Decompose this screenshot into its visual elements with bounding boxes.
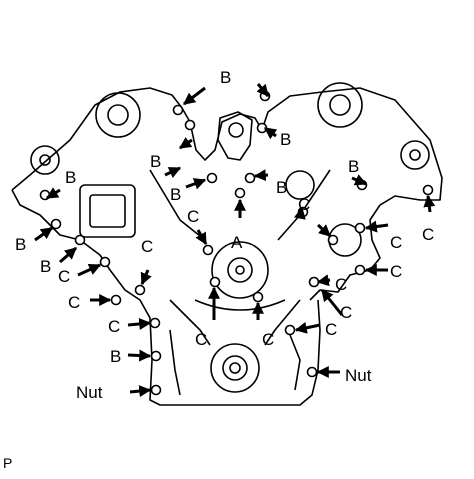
arrow	[423, 194, 436, 213]
bolt	[308, 276, 320, 288]
left-pulley	[30, 145, 60, 175]
label-c: C	[262, 330, 274, 349]
figure-code: P	[3, 455, 12, 471]
bolt	[422, 184, 434, 196]
arrow	[179, 137, 193, 150]
callout-labels: B B B B B B B B B B C C C C C C C C C C …	[15, 68, 434, 402]
arrow	[140, 269, 152, 286]
label-c: C	[58, 267, 70, 286]
arrow	[364, 220, 389, 233]
arrow	[293, 206, 306, 220]
lower-cover	[109, 269, 321, 406]
arrow	[195, 229, 208, 246]
arrow	[185, 178, 207, 190]
arrow	[256, 83, 270, 97]
label-b: B	[280, 130, 291, 149]
arrow	[129, 385, 152, 398]
left-flange	[79, 184, 136, 238]
water-pump	[211, 241, 269, 299]
label-c: C	[187, 207, 199, 226]
bolt	[202, 244, 214, 256]
right-sprocket	[317, 82, 363, 128]
bolt	[354, 222, 366, 234]
label-b: B	[110, 347, 121, 366]
bolt	[327, 234, 339, 246]
arrow	[351, 174, 368, 186]
label-nut: Nut	[345, 366, 372, 385]
label-nut: Nut	[76, 383, 103, 402]
arrow	[164, 166, 182, 179]
label-c: C	[298, 195, 310, 214]
arrow	[45, 187, 61, 200]
arrow	[127, 349, 152, 362]
bolt	[150, 384, 162, 396]
label-b: B	[15, 235, 26, 254]
label-c: C	[335, 275, 347, 294]
bolt	[306, 366, 318, 378]
left-head-edge	[11, 189, 111, 271]
arrow	[320, 289, 344, 316]
bolt	[110, 294, 122, 306]
arrow	[264, 126, 278, 140]
bolt	[354, 264, 366, 276]
label-c: C	[340, 303, 352, 322]
bolt	[149, 317, 161, 329]
crank-seal	[210, 343, 260, 393]
left-cam-housing	[11, 87, 443, 206]
bolt	[234, 187, 246, 199]
arrow	[34, 226, 53, 242]
label-b: B	[40, 257, 51, 276]
bolt	[284, 324, 296, 336]
arrow	[59, 246, 77, 264]
bolt	[184, 119, 196, 131]
arrow	[253, 169, 269, 182]
label-b: B	[170, 185, 181, 204]
arrow	[294, 321, 321, 334]
bolt	[150, 350, 162, 362]
arrow	[127, 318, 152, 330]
arrow	[77, 263, 102, 277]
label-b: B	[150, 152, 161, 171]
bolt	[99, 256, 111, 268]
label-c: C	[108, 317, 120, 336]
bolt	[252, 291, 264, 303]
bolt	[209, 276, 221, 288]
bolt	[172, 104, 184, 116]
bolt	[50, 218, 62, 230]
label-c: C	[68, 293, 80, 312]
label-c: C	[195, 330, 207, 349]
bolt	[134, 284, 146, 296]
label-b: B	[348, 157, 359, 176]
right-pulley	[400, 140, 430, 170]
label-a: A	[231, 233, 243, 252]
label-c: C	[141, 237, 153, 256]
bolt	[244, 172, 256, 184]
left-sprocket	[95, 92, 141, 138]
engine-drawing	[11, 82, 443, 406]
bolt	[206, 172, 218, 184]
label-b: B	[220, 68, 231, 87]
bolt	[74, 234, 86, 246]
label-c: C	[422, 225, 434, 244]
label-c: C	[325, 320, 337, 339]
arrow	[316, 274, 331, 287]
label-b: B	[65, 168, 76, 187]
label-b: B	[276, 178, 287, 197]
arrow	[316, 223, 332, 238]
arrow	[183, 86, 206, 106]
water-outlet	[217, 111, 253, 161]
label-c: C	[390, 233, 402, 252]
label-c: C	[390, 262, 402, 281]
leader-arrows	[34, 83, 436, 398]
